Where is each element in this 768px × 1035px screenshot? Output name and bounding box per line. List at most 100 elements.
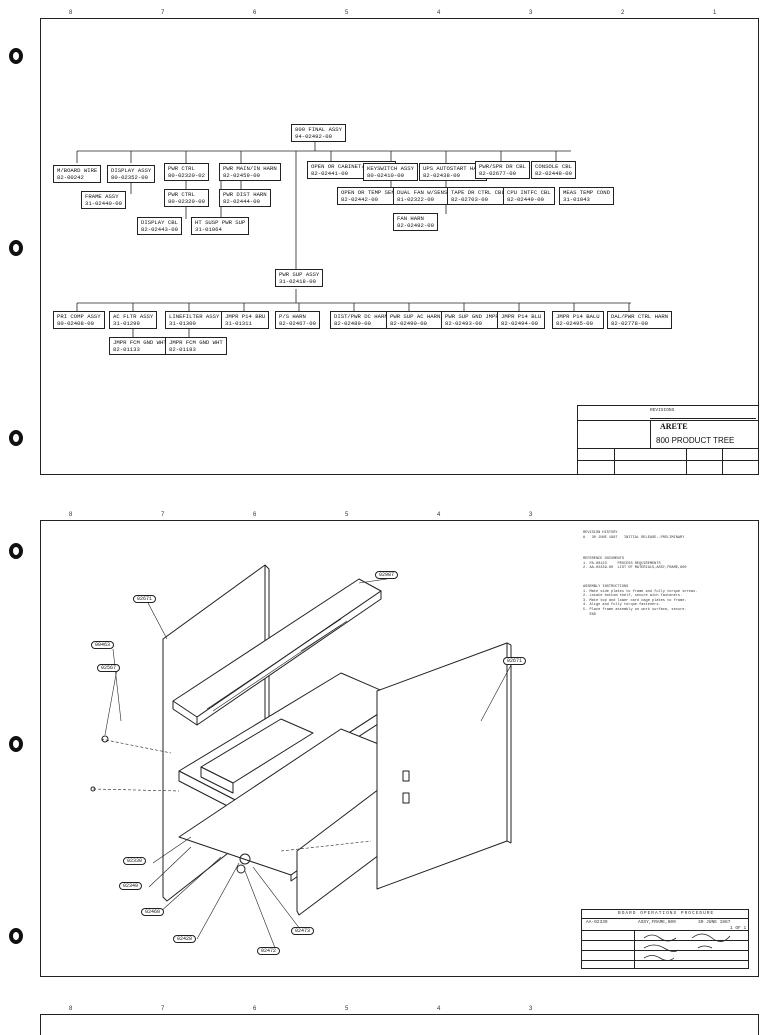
part-callout: 02671 <box>133 595 157 603</box>
node-name: KEYSWITCH ASSY <box>367 165 414 172</box>
zone-marker: 5 <box>345 512 349 518</box>
node-part-number: 80-02352-00 <box>111 174 148 181</box>
part-callout: 02671 <box>503 657 527 665</box>
node-part-number: 82-02494-00 <box>501 320 538 327</box>
node-part-number: 82-02443-00 <box>141 226 178 233</box>
zone-marker: 4 <box>437 512 441 518</box>
drawing-title: 800 PRODUCT TREE <box>656 436 735 445</box>
sheet-number: 1 OF 1 <box>730 926 747 931</box>
node-part-number: 80-02320-02 <box>168 172 205 179</box>
part-callout: 02330 <box>123 857 147 865</box>
node-name: DISPLAY ASSY <box>111 167 152 174</box>
part-callout: 02349 <box>119 882 143 890</box>
approval-signatures <box>643 933 731 961</box>
part-callout: 02460 <box>141 908 165 916</box>
part-callout: 00463 <box>91 641 115 649</box>
node-part-number: 80-02320-00 <box>168 198 205 205</box>
node-part-number: 81-02322-00 <box>397 196 434 203</box>
tree-node-final-assy: 800 FINAL ASSY 94-02492-00 <box>291 124 346 142</box>
assembly-instructions: ASSEMBLY INSTRUCTIONS 1. Mate side plate… <box>583 585 698 617</box>
node-name: PWR CTRL <box>168 191 195 198</box>
node-name: PWR CTRL <box>168 165 195 172</box>
node-part-number: 82-02677-00 <box>479 170 516 177</box>
node-part-number: 82-02703-00 <box>451 196 488 203</box>
node-name: JMPR P14 BALU <box>556 313 600 320</box>
node-name: PWR SUP AC HARN <box>390 313 441 320</box>
zone-marker: 8 <box>69 1006 73 1012</box>
zone-marker: 6 <box>253 1006 257 1012</box>
node-name: OPEN OR CABINET/VENT CBL <box>311 163 392 170</box>
part-callout: 02473 <box>291 927 315 935</box>
node-name: PWR SUP ASSY <box>279 271 320 278</box>
node-name: AC FLTR ASSY <box>113 313 154 320</box>
node-part-number: 82-02493-00 <box>445 320 482 327</box>
zone-marker: 5 <box>345 10 349 16</box>
node-name: DIST/PWR DC HARN <box>334 313 388 320</box>
node-part-number: 82-02459-00 <box>223 172 260 179</box>
zone-marker: 7 <box>161 10 165 16</box>
part-callout: 02428 <box>173 935 197 943</box>
node-part-number: 82-02489-00 <box>334 320 371 327</box>
node-part-number: 31-02418-00 <box>279 278 316 285</box>
node-part-number: 82-02492-00 <box>397 222 434 229</box>
punch-hole <box>9 543 23 559</box>
node-name: JMPR P14 BRU <box>225 313 266 320</box>
zone-marker: 6 <box>253 512 257 518</box>
zone-marker: 7 <box>161 512 165 518</box>
node-part-number: 82-01133 <box>113 346 140 353</box>
node-name: PWR SUP GND JMPR <box>445 313 499 320</box>
node-part-number: 31-01299 <box>113 320 140 327</box>
node-name: LINEFILTER ASSY <box>169 313 220 320</box>
node-name: JMPR FCM GND WHT <box>169 339 223 346</box>
node-name: MEAS TEMP COND <box>563 189 610 196</box>
node-part-number: 80-02410-00 <box>367 172 404 179</box>
title-block: BOARD OPERATIONS PROCEDURE AA-02339 ASSY… <box>581 909 749 969</box>
node-name: PWR DIST HARN <box>223 191 267 198</box>
node-part-number: 82-02449-00 <box>507 196 544 203</box>
next-sheet-partial: 8 7 6 5 4 3 <box>40 1006 759 1035</box>
punch-hole <box>9 430 23 446</box>
node-part-number: 82-02495-00 <box>556 320 593 327</box>
node-name: PRI COMP ASSY <box>57 313 101 320</box>
zone-marker: 4 <box>437 10 441 16</box>
assembly-drawing-sheet: 8 7 6 5 4 3 <box>40 512 759 977</box>
node-part-number: 80-02408-00 <box>57 320 94 327</box>
zone-marker: 3 <box>529 10 533 16</box>
node-part-number: 31-01300 <box>169 320 196 327</box>
node-part-number: 82-02444-00 <box>223 198 260 205</box>
release-date: 30 JUNE 1987 <box>698 920 731 925</box>
zone-marker: 7 <box>161 1006 165 1012</box>
drawing-number: ASSY,FRAME,800 <box>638 920 676 925</box>
node-name: PWR MAIN/IN HARN <box>223 165 277 172</box>
procedure-header: BOARD OPERATIONS PROCEDURE <box>618 911 715 916</box>
exploded-frame-drawing <box>90 564 512 954</box>
node-part-number: 31-01311 <box>225 320 252 327</box>
node-part-number: 31-01043 <box>563 196 590 203</box>
punch-hole <box>9 48 23 64</box>
node-name: FAN HARN <box>397 215 424 222</box>
zone-marker: 4 <box>437 1006 441 1012</box>
node-name: PWR/SPR DR CBL <box>479 163 526 170</box>
node-name: JMPR FCM GND WHT <box>113 339 167 346</box>
node-part-number: 82-01183 <box>169 346 196 353</box>
node-name: UPS AUTOSTART HARN <box>423 165 484 172</box>
